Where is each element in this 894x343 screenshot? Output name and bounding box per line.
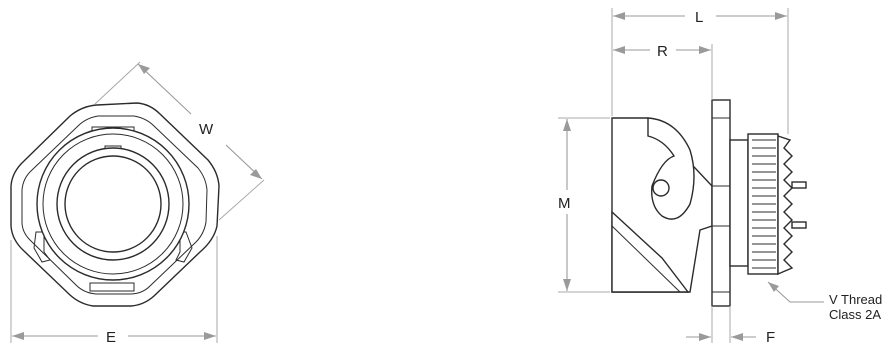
side-view: L R M F V Thread Class 2A: [558, 8, 882, 343]
m-arrow-top: [563, 119, 571, 131]
front-view-notch-bottom: [89, 282, 135, 292]
f-arrow-right: [731, 333, 743, 341]
w-arrow-bottom: [250, 169, 262, 179]
r-arrow-right: [699, 46, 711, 54]
w-extension-line-right: [218, 179, 265, 221]
dimension-label-e: E: [106, 329, 116, 343]
side-view-cam-pin: [652, 179, 670, 197]
thread-callout-line-1: V Thread: [829, 292, 882, 307]
front-view-insert-inner: [64, 155, 162, 253]
dimension-label-l: L: [695, 9, 703, 26]
side-view-thread-teeth: [777, 135, 794, 276]
side-view-wedge-edge: [611, 225, 681, 293]
side-view-pin-2: [791, 221, 807, 229]
front-view-inner-flange: [21, 115, 208, 295]
w-dimension-line-upper: [137, 63, 192, 115]
e-arrow-right: [204, 332, 216, 340]
m-arrow-bottom: [563, 279, 571, 291]
e-arrow-left: [12, 332, 24, 340]
dimension-label-f: F: [766, 329, 775, 343]
f-arrow-left: [699, 333, 711, 341]
w-arrow-top: [138, 64, 150, 74]
side-view-threads: [752, 139, 776, 269]
w-extension-line-top: [94, 61, 141, 105]
l-arrow-left: [613, 12, 625, 20]
side-view-flange: [711, 99, 731, 307]
front-view-coupling-ring-inner: [42, 133, 184, 275]
r-arrow-left: [613, 46, 625, 54]
side-view-pin-1: [791, 181, 807, 189]
dimension-label-r: R: [657, 43, 668, 60]
l-arrow-right: [775, 12, 787, 20]
dimension-label-w: W: [199, 121, 214, 138]
thread-callout-arrow: [768, 282, 779, 292]
dimension-label-m: M: [558, 195, 571, 212]
thread-callout-line-2: Class 2A: [829, 307, 881, 322]
thread-callout-leader: [767, 281, 824, 303]
side-view-barrel: [729, 139, 749, 267]
front-view: W E: [10, 61, 265, 343]
side-view-lower-wedge: [611, 210, 690, 293]
